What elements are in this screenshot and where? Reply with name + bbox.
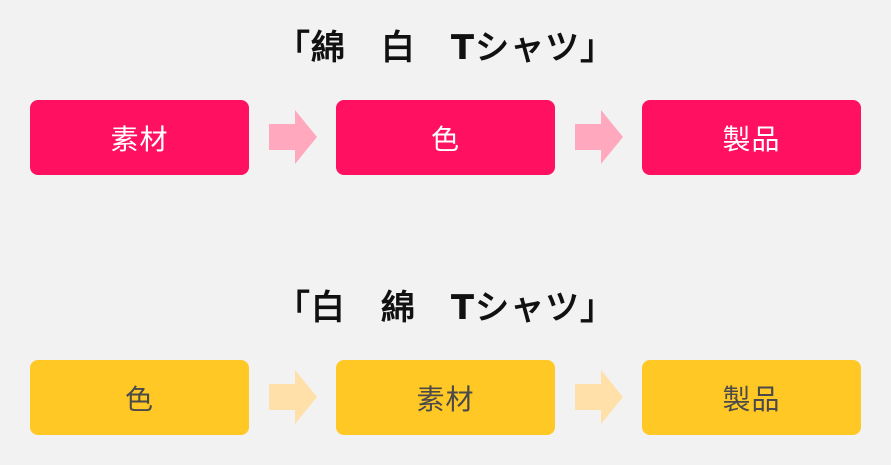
step-label: 色 xyxy=(124,382,154,416)
step-box-2: 色 xyxy=(336,100,555,175)
step-label: 色 xyxy=(430,122,460,156)
right-arrow-icon xyxy=(269,370,317,424)
diagram-title: 「綿 白 Tシャツ」 xyxy=(275,28,616,68)
step-box-3: 製品 xyxy=(642,360,861,435)
step-box-3: 製品 xyxy=(642,100,861,175)
step-label: 素材 xyxy=(110,122,169,156)
step-label: 製品 xyxy=(722,122,781,156)
step-box-2: 素材 xyxy=(336,360,555,435)
step-box-1: 色 xyxy=(30,360,249,435)
step-box-1: 素材 xyxy=(30,100,249,175)
right-arrow-icon xyxy=(575,110,623,164)
step-label: 製品 xyxy=(722,382,781,416)
right-arrow-icon xyxy=(269,110,317,164)
right-arrow-icon xyxy=(575,370,623,424)
diagram-title: 「白 綿 Tシャツ」 xyxy=(275,288,616,328)
step-label: 素材 xyxy=(416,382,475,416)
